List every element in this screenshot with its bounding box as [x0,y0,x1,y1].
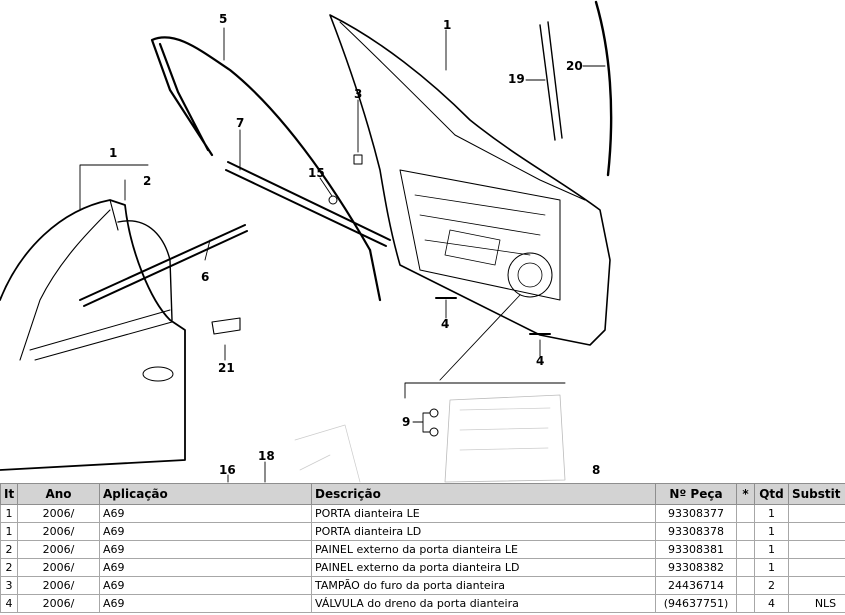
cell-part-number: (94637751) [655,594,737,613]
parts-table-container: It Ano Aplicação Descrição Nº Peça * Qtd… [0,483,845,615]
cell-application: A69 [99,504,312,523]
table-header-row: It Ano Aplicação Descrição Nº Peça * Qtd… [0,483,845,505]
cell-substitute [788,540,845,559]
cell-year: 2006/ [17,594,100,613]
cell-year: 2006/ [17,540,100,559]
table-row[interactable]: 1 2006/ A69 PORTA dianteira LD 93308378 … [0,522,845,541]
cell-star [736,558,755,577]
cell-item: 1 [0,522,18,541]
door-illustration [0,0,613,483]
callout-21: 21 [218,361,235,375]
callout-20: 20 [566,59,583,73]
cell-item: 4 [0,594,18,613]
callout-16: 16 [219,463,236,477]
callout-4-b: 4 [536,354,545,368]
cell-quantity: 1 [754,522,789,541]
cell-item: 2 [0,540,18,559]
cell-star [736,594,755,613]
cell-quantity: 4 [754,594,789,613]
cell-year: 2006/ [17,558,100,577]
cell-part-number: 24436714 [655,576,737,595]
cell-year: 2006/ [17,504,100,523]
cell-description: PAINEL externo da porta dianteira LE [311,540,656,559]
cell-substitute [788,504,845,523]
cell-application: A69 [99,576,312,595]
cell-application: A69 [99,522,312,541]
col-header-year[interactable]: Ano [17,483,100,505]
col-header-application[interactable]: Aplicação [99,483,312,505]
cell-application: A69 [99,540,312,559]
cell-application: A69 [99,594,312,613]
cell-part-number: 93308378 [655,522,737,541]
cell-item: 3 [0,576,18,595]
cell-year: 2006/ [17,522,100,541]
callout-6: 6 [201,270,210,284]
col-header-star[interactable]: * [736,483,755,505]
cell-star [736,522,755,541]
col-header-quantity[interactable]: Qtd [754,483,789,505]
callout-3: 3 [354,87,363,101]
col-header-part-number[interactable]: Nº Peça [655,483,737,505]
cell-substitute [788,576,845,595]
callout-7: 7 [236,116,245,130]
callout-15: 15 [308,166,325,180]
callout-18: 18 [258,449,275,463]
callout-19: 19 [508,72,525,86]
cell-description: TAMPÃO do furo da porta dianteira [311,576,656,595]
cell-part-number: 93308382 [655,558,737,577]
callout-9: 9 [402,415,411,429]
cell-quantity: 1 [754,504,789,523]
cell-part-number: 93308381 [655,540,737,559]
callout-8: 8 [592,463,601,477]
callout-5: 5 [219,12,228,26]
cell-substitute: NLS [788,594,845,613]
callout-4-a: 4 [441,317,450,331]
cell-star [736,504,755,523]
table-row[interactable]: 3 2006/ A69 TAMPÃO do furo da porta dian… [0,576,845,595]
parts-table: It Ano Aplicação Descrição Nº Peça * Qtd… [0,483,845,613]
parts-exploded-diagram: 5 1 19 20 3 7 15 1 2 6 21 4 4 9 18 16 8 [0,0,613,483]
cell-item: 2 [0,558,18,577]
table-row[interactable]: 2 2006/ A69 PAINEL externo da porta dian… [0,540,845,559]
cell-quantity: 1 [754,558,789,577]
table-row[interactable]: 4 2006/ A69 VÁLVULA do dreno da porta di… [0,594,845,613]
table-row[interactable]: 1 2006/ A69 PORTA dianteira LE 93308377 … [0,504,845,523]
cell-application: A69 [99,558,312,577]
cell-substitute [788,522,845,541]
callout-1: 1 [443,18,452,32]
cell-description: PORTA dianteira LD [311,522,656,541]
cell-substitute [788,558,845,577]
callout-2: 2 [143,174,152,188]
cell-part-number: 93308377 [655,504,737,523]
cell-description: PAINEL externo da porta dianteira LD [311,558,656,577]
col-header-substitute[interactable]: Substit [788,483,845,505]
cell-star [736,576,755,595]
cell-quantity: 2 [754,576,789,595]
cell-item: 1 [0,504,18,523]
callout-1-left: 1 [109,146,118,160]
cell-year: 2006/ [17,576,100,595]
col-header-description[interactable]: Descrição [311,483,656,505]
cell-quantity: 1 [754,540,789,559]
col-header-item[interactable]: It [0,483,18,505]
cell-description: PORTA dianteira LE [311,504,656,523]
cell-star [736,540,755,559]
table-row[interactable]: 2 2006/ A69 PAINEL externo da porta dian… [0,558,845,577]
cell-description: VÁLVULA do dreno da porta dianteira [311,594,656,613]
